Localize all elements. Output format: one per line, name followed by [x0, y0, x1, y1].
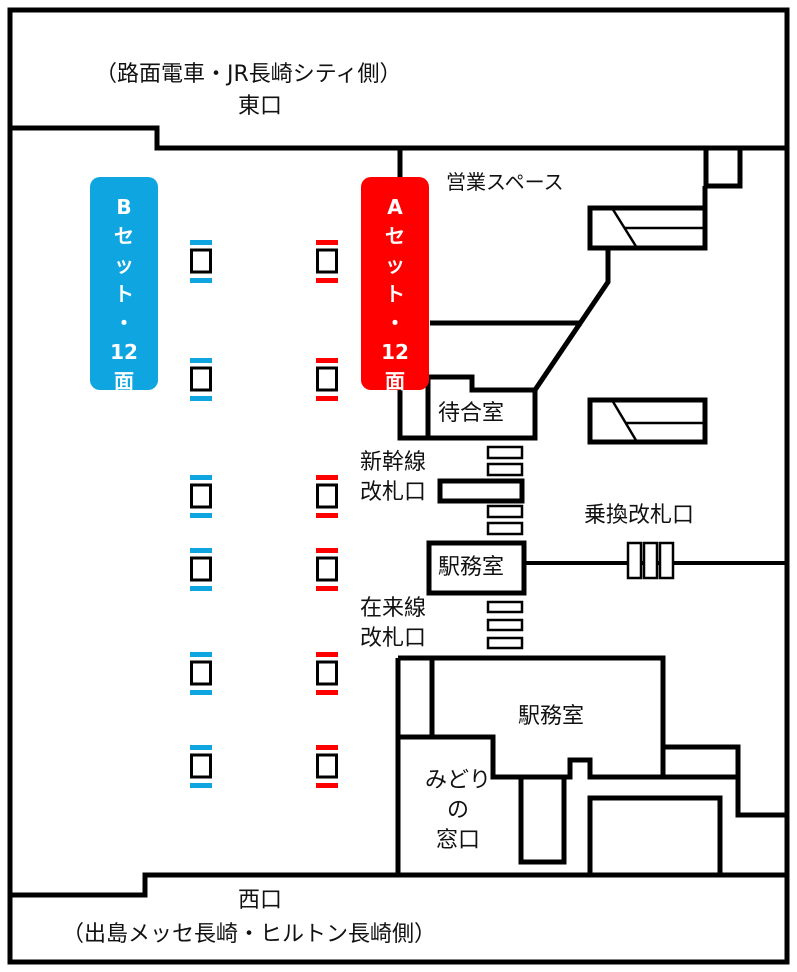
midori-window-label-2: の [446, 798, 469, 823]
poster-marker-a [316, 475, 338, 518]
badge-text: A [387, 195, 403, 219]
badge-text: ・ [385, 311, 405, 335]
transfer-gate-label: 乗換改札口 [584, 503, 695, 528]
small-room [703, 145, 743, 189]
badge-text: B [116, 195, 132, 219]
midori-window-label-3: 窓口 [435, 828, 480, 853]
station-office-2-wall [398, 655, 666, 780]
poster-marker-b [190, 358, 212, 401]
poster-marker-a [316, 240, 338, 283]
west-entrance-subtitle: （出島メッセ長崎・ヒルトン長崎側） [62, 922, 437, 947]
east-entrance-subtitle: （路面電車・JR長崎シティ側） [95, 62, 402, 87]
west-entrance-label: 西口 [238, 888, 283, 913]
badge-text: セ [385, 224, 405, 248]
poster-marker-b [190, 652, 212, 695]
station-office-2-label: 駅務室 [518, 704, 585, 729]
badge-text: 12 [110, 340, 138, 364]
waiting-room-label: 待合室 [438, 401, 505, 426]
station-office-box [426, 540, 527, 596]
shinkansen-gate-label-1: 新幹線 [360, 450, 427, 475]
shinkansen-gate-label-2: 改札口 [360, 480, 427, 505]
badge-text: ト [114, 282, 134, 306]
badge-text: セ [114, 224, 134, 248]
badge-text: 面 [114, 369, 134, 393]
shinkansen-gate-booth [437, 478, 525, 504]
conventional-gate-label-2: 改札口 [360, 626, 427, 651]
badge-text: 12 [381, 340, 409, 364]
poster-marker-a [316, 548, 338, 591]
a-set-badge: A セ ッ ト ・ 12 面 [361, 177, 429, 393]
conventional-gate-label-1: 在来線 [360, 596, 427, 621]
poster-marker-b [190, 548, 212, 591]
escalator-lower [587, 397, 708, 445]
ticket-gates [486, 445, 675, 650]
poster-marker-a [316, 358, 338, 401]
poster-marker-a [316, 652, 338, 695]
business-space-label: 営業スペース [446, 170, 564, 194]
badge-text: ・ [114, 311, 134, 335]
badge-text: ッ [114, 253, 134, 277]
badge-text: ト [385, 282, 405, 306]
station-office-label: 駅務室 [438, 555, 505, 580]
poster-marker-b [190, 240, 212, 283]
east-entrance-label: 東口 [238, 94, 283, 119]
east-wall [10, 125, 787, 151]
midori-window-label-1: みどり [424, 768, 491, 793]
outer-border [7, 7, 790, 965]
badge-text: ッ [385, 253, 405, 277]
b-set-badge: B セ ッ ト ・ 12 面 [90, 177, 158, 393]
poster-marker-b [190, 745, 212, 788]
badge-text: 面 [385, 369, 405, 393]
west-wall [10, 872, 787, 898]
poster-marker-a [316, 745, 338, 788]
poster-marker-b [190, 475, 212, 518]
